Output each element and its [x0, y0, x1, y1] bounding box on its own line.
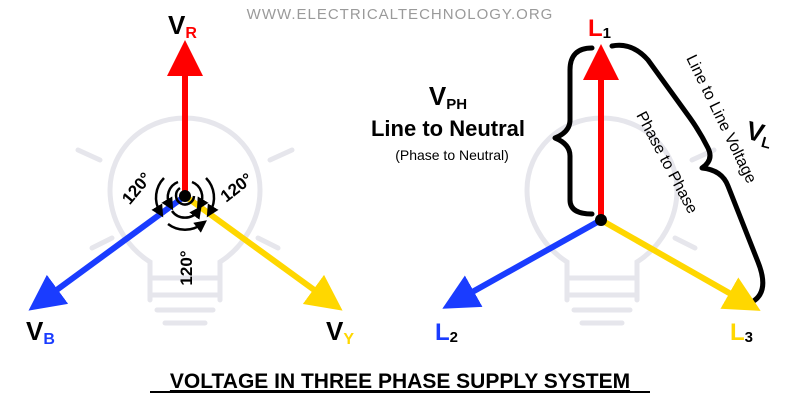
- line-to-neutral-brace: [552, 45, 595, 217]
- l3-phasor: [599, 217, 761, 311]
- left-neutral-point: [179, 190, 191, 202]
- footer-title: VOLTAGE IN THREE PHASE SUPPLY SYSTEM: [170, 370, 630, 393]
- watermark-text: WWW.ELECTRICALTECHNOLOGY.ORG: [247, 6, 554, 23]
- right-bulb-icon: [524, 115, 717, 326]
- right-neutral-point: [595, 214, 607, 226]
- vl-label: VL: [743, 115, 777, 153]
- line-to-neutral-label: Line to Neutral: [371, 116, 525, 141]
- angle-label-bottom: 120°: [177, 250, 196, 285]
- angle-label-top-left: 120°: [118, 169, 155, 208]
- vb-label: VB: [26, 316, 55, 348]
- phase-to-phase-label: Phase to Phase: [632, 109, 700, 217]
- line-to-line-label: Line to Line Voltage: [682, 52, 759, 186]
- angle-label-top-right: 120°: [217, 169, 257, 206]
- vy-label: VY: [326, 316, 354, 348]
- l3-label: L3: [730, 319, 753, 346]
- vr-label: VR: [168, 10, 197, 42]
- rotation-arrows: [151, 177, 219, 233]
- l1-label: L1: [588, 15, 611, 42]
- l2-phasor: [442, 217, 603, 309]
- l2-label: L2: [435, 319, 458, 346]
- phase-to-neutral-label: (Phase to Neutral): [395, 147, 509, 163]
- line-to-line-bracket: [609, 42, 766, 305]
- vph-label: VPH: [429, 81, 467, 113]
